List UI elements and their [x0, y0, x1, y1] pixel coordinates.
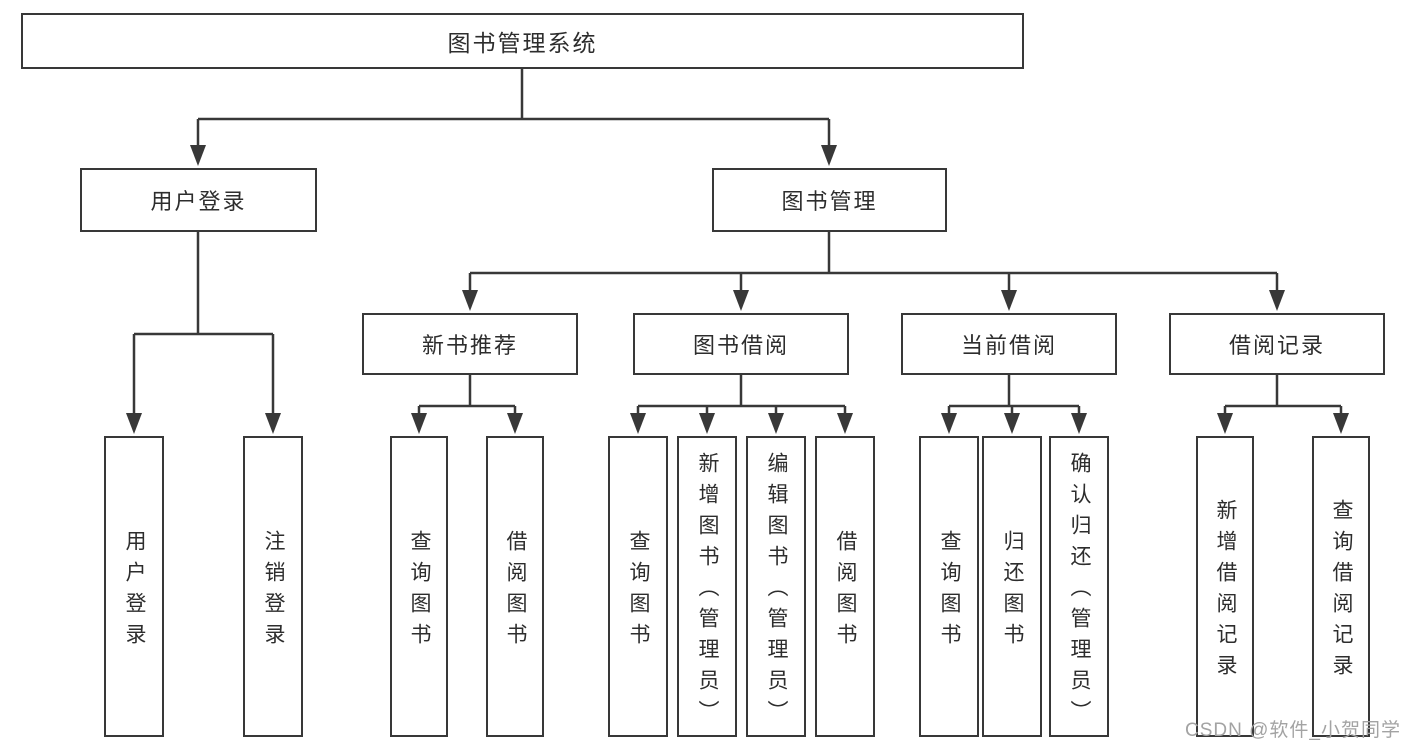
node-leaf-borrow-books-new: 借阅图书	[486, 436, 544, 737]
node-book-management: 图书管理	[712, 168, 947, 232]
node-label: 注销登录	[262, 529, 286, 654]
node-borrow-records: 借阅记录	[1169, 313, 1385, 375]
connector-user-login-to-leaves	[132, 232, 275, 425]
node-label: 新书推荐	[421, 333, 518, 358]
node-user-login: 用户登录	[80, 168, 317, 232]
node-leaf-query-books-current: 查询图书	[919, 436, 979, 737]
node-label: 查询图书	[408, 529, 432, 654]
node-book-borrow: 图书借阅	[633, 313, 849, 375]
node-label: 图书管理系统	[447, 30, 598, 56]
node-current-borrow: 当前借阅	[901, 313, 1117, 375]
arrowheads	[126, 145, 1349, 434]
node-label: 当前借阅	[960, 333, 1057, 358]
connector-borrow-to-leaves	[636, 375, 847, 421]
node-label: 借阅图书	[504, 529, 528, 654]
node-leaf-edit-book-admin: 编辑图书（管理员）	[746, 436, 806, 737]
node-label: 编辑图书（管理员）	[765, 452, 789, 731]
node-label: 查询借阅记录	[1330, 498, 1354, 685]
connector-new-books-to-leaves	[417, 375, 517, 421]
connector-book-mgmt-to-level3	[468, 232, 1279, 297]
connector-root-to-level2	[196, 68, 831, 150]
node-label: 归还图书	[1001, 529, 1025, 654]
node-label: 借阅图书	[834, 529, 858, 654]
node-new-book-recommend: 新书推荐	[362, 313, 578, 375]
node-leaf-query-books-new: 查询图书	[390, 436, 448, 737]
csdn-watermark: CSDN @软件_小贺同学	[1185, 720, 1401, 741]
node-leaf-logout: 注销登录	[243, 436, 303, 737]
node-leaf-return-book: 归还图书	[982, 436, 1042, 737]
node-leaf-confirm-return-admin: 确认归还（管理员）	[1049, 436, 1109, 737]
node-label: 查询图书	[627, 529, 651, 654]
node-label: 新增借阅记录	[1214, 498, 1238, 685]
node-leaf-borrow-books: 借阅图书	[815, 436, 875, 737]
node-label: 借阅记录	[1228, 333, 1325, 358]
node-label: 查询图书	[938, 529, 962, 654]
node-leaf-add-book-admin: 新增图书（管理员）	[677, 436, 737, 737]
connector-records-to-leaves	[1223, 375, 1343, 421]
node-leaf-query-books-borrow: 查询图书	[608, 436, 668, 737]
node-label: 图书借阅	[692, 333, 789, 358]
node-library-system: 图书管理系统	[21, 13, 1024, 69]
node-label: 用户登录	[123, 529, 147, 654]
node-label: 确认归还（管理员）	[1068, 452, 1092, 731]
node-label: 用户登录	[150, 189, 247, 214]
node-leaf-query-borrow-record: 查询借阅记录	[1312, 436, 1370, 737]
node-label: 新增图书（管理员）	[696, 452, 720, 731]
node-leaf-user-login: 用户登录	[104, 436, 164, 737]
node-leaf-add-borrow-record: 新增借阅记录	[1196, 436, 1254, 737]
node-label: 图书管理	[781, 189, 878, 214]
